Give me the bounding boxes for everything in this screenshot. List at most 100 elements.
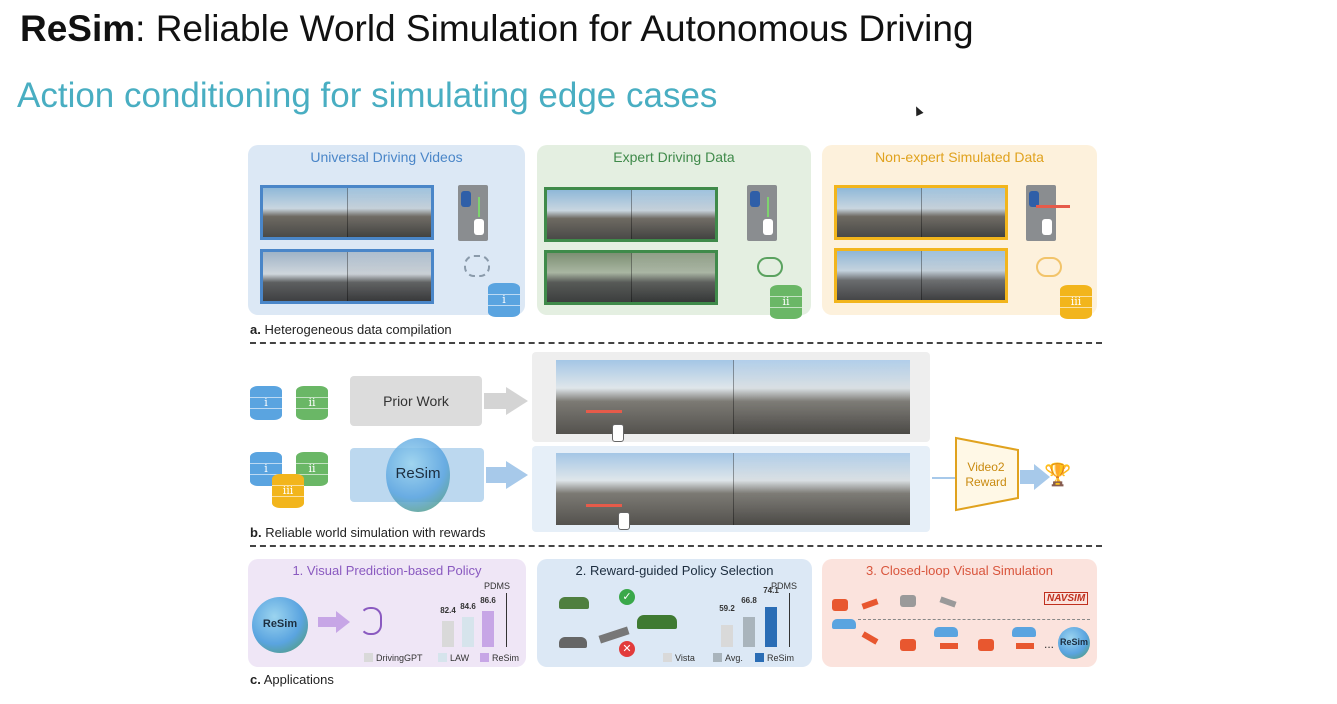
caption-a: a. Heterogeneous data compilation — [250, 322, 452, 337]
arrow-icon — [1016, 643, 1034, 649]
video-frame — [544, 187, 718, 242]
value-label: 66.8 — [741, 596, 757, 605]
ego-car — [618, 512, 630, 530]
camera-icon — [900, 639, 916, 651]
value-label: 82.4 — [440, 606, 456, 615]
video2reward-trapezoid — [955, 436, 1019, 512]
car-icon — [1012, 627, 1036, 637]
cross-icon: ✕ — [619, 641, 635, 657]
trophy-icon: 🏆 — [1044, 462, 1072, 487]
bar — [765, 607, 777, 647]
car-icon — [934, 627, 958, 637]
prior-work-box: Prior Work — [350, 376, 482, 426]
legend-item: Avg. — [713, 653, 743, 663]
arrow-head — [506, 461, 528, 489]
legend-item: LAW — [438, 653, 469, 663]
database-icon: ii — [296, 386, 328, 420]
value-label: 74.1 — [763, 586, 779, 595]
panel-closed-loop-visual-simulation: 3. Closed-loop Visual Simulation NAVSIM … — [822, 559, 1097, 667]
ellipsis: ... — [1044, 637, 1055, 651]
value-label: 59.2 — [719, 604, 735, 613]
divider-dashed — [858, 619, 1090, 620]
car-icon — [832, 619, 856, 629]
video-frame — [834, 185, 1008, 240]
metric-label: PDMS — [484, 581, 511, 591]
legend-item: ReSim — [755, 653, 794, 663]
arrow-to-reward — [932, 477, 956, 479]
chart-1: PDMS 82.4 84.6 86.6 — [428, 581, 518, 647]
panel-title: 1. Visual Prediction-based Policy — [292, 563, 482, 578]
video-frame — [544, 250, 718, 305]
panel-non-expert-simulated-data: Non-expert Simulated Data iii — [822, 145, 1097, 319]
resim-label: ReSim — [395, 465, 441, 482]
database-icon: iii — [272, 474, 304, 508]
title-bold: ReSim — [20, 8, 136, 49]
video-frame — [834, 248, 1008, 303]
world-globe-icon — [386, 438, 450, 512]
route-icon — [360, 607, 382, 635]
y-axis — [789, 593, 790, 647]
camera-icon — [978, 639, 994, 651]
arrow-icon — [940, 643, 958, 649]
divider — [250, 342, 1102, 344]
panel-title: Expert Driving Data — [613, 149, 735, 165]
trajectory-diagram — [747, 185, 777, 241]
slide-title: ReSim: Reliable World Simulation for Aut… — [20, 8, 974, 50]
navsim-logo: NAVSIM — [1044, 592, 1089, 605]
video-frame — [260, 249, 434, 304]
bar — [721, 625, 733, 647]
panel-universal-driving-videos: Universal Driving Videos i — [248, 145, 525, 317]
title-rest: : Reliable World Simulation for Autonomo… — [135, 8, 974, 49]
slide-subtitle: Action conditioning for simulating edge … — [17, 76, 718, 115]
car-icon — [559, 597, 589, 609]
panel-reward-guided-policy-selection: 2. Reward-guided Policy Selection ✓ ✕ PD… — [537, 559, 812, 667]
legend-item: DrivingGPT — [364, 653, 423, 663]
turn-arrow — [586, 410, 622, 413]
video-frame — [260, 185, 434, 240]
route-icon — [464, 255, 490, 277]
caption-b: b. Reliable world simulation with reward… — [250, 525, 486, 540]
trajectory-diagram — [1026, 185, 1070, 241]
video-frame — [556, 360, 910, 434]
panel-title: 2. Reward-guided Policy Selection — [575, 563, 774, 578]
route-icon — [757, 257, 783, 277]
turn-arrow — [586, 504, 622, 507]
arrow-to-trophy — [1020, 470, 1034, 484]
bar — [462, 617, 474, 647]
database-icon: i — [250, 386, 282, 420]
chart-2: PDMS 59.2 66.8 74.1 — [703, 581, 797, 647]
panel-title: Non-expert Simulated Data — [875, 149, 1044, 165]
ego-car — [612, 424, 624, 442]
camera-icon — [900, 595, 916, 607]
panel-expert-driving-data: Expert Driving Data ii — [537, 145, 811, 319]
trajectory-diagram — [458, 185, 488, 241]
car-icon — [637, 615, 677, 629]
panel-title: Universal Driving Videos — [310, 149, 463, 165]
panel-title: 3. Closed-loop Visual Simulation — [866, 563, 1053, 578]
arrow-resim — [486, 467, 506, 483]
caption-c: c. Applications — [250, 672, 334, 687]
arrow-head — [336, 611, 350, 633]
arrow-prior-work — [484, 393, 506, 409]
legend-item: Vista — [663, 653, 695, 663]
value-label: 86.6 — [480, 596, 496, 605]
world-globe-icon — [252, 597, 308, 653]
value-label: 84.6 — [460, 602, 476, 611]
bar — [482, 611, 494, 647]
arrow-icon — [861, 631, 879, 645]
legend-item: ReSim — [480, 653, 519, 663]
world-globe-icon — [1058, 627, 1090, 659]
arrow-head — [1034, 464, 1050, 490]
camera-icon — [832, 599, 848, 611]
route-icon — [1036, 257, 1062, 277]
y-axis — [506, 593, 507, 647]
metric-label: PDMS — [771, 581, 798, 591]
car-icon — [559, 637, 587, 648]
arrow-right-icon — [318, 617, 336, 627]
bar — [442, 621, 454, 647]
globe-label: ReSim — [262, 618, 298, 630]
database-icon: ii — [770, 285, 802, 319]
divider — [250, 545, 1102, 547]
db-label: i — [502, 293, 506, 306]
